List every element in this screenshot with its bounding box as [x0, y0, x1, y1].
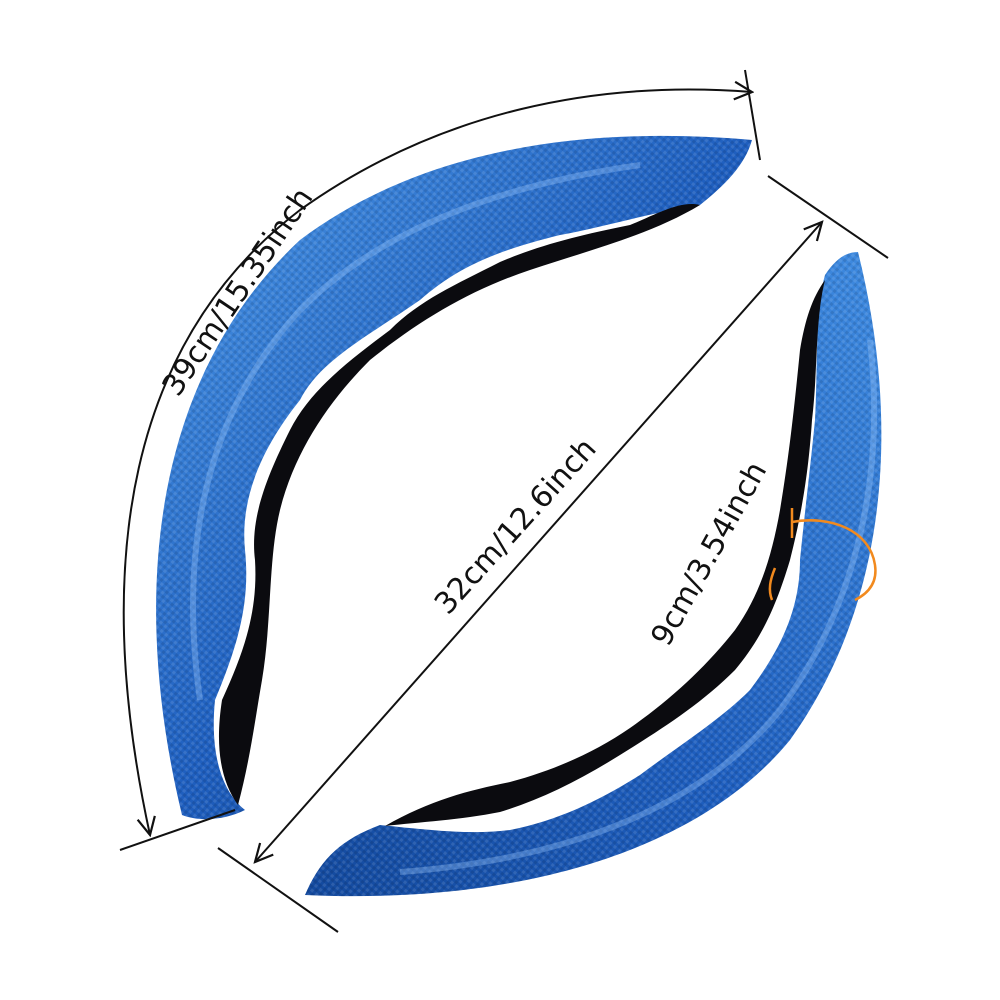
cover-right-texture: [305, 252, 882, 897]
dimension-diameter: [217, 175, 889, 933]
cover-right-outer: [305, 252, 882, 897]
width-marker-arc: [791, 519, 877, 602]
cover-piece-right: [305, 252, 882, 897]
diameter-tick-top: [767, 175, 889, 259]
diameter-line: [255, 222, 822, 862]
arc-length-tick-top: [744, 69, 761, 161]
dimension-width-marker: [768, 508, 877, 602]
diameter-tick-bottom: [217, 847, 339, 933]
arc-length-tick-bottom: [119, 809, 236, 851]
width-marker-tick-bottom: [768, 567, 777, 601]
diameter-label: 32cm/12.6inch: [428, 432, 604, 622]
